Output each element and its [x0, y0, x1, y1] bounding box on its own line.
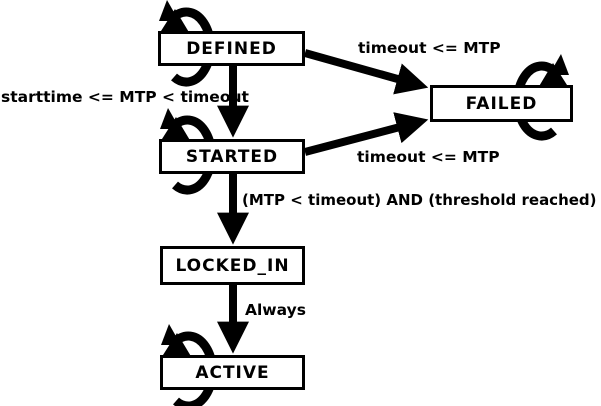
- state-node-defined: DEFINED: [158, 31, 305, 66]
- arrow-started-to-failed: [303, 112, 429, 156]
- transition-label-started-failed: timeout <= MTP: [357, 148, 500, 166]
- transition-label-defined-started: starttime <= MTP < timeout: [1, 88, 249, 106]
- transition-label-defined-failed: timeout <= MTP: [358, 39, 501, 57]
- state-node-locked-in: LOCKED_IN: [160, 246, 305, 285]
- state-node-active: ACTIVE: [160, 355, 305, 390]
- state-node-failed: FAILED: [430, 85, 573, 122]
- state-node-started: STARTED: [159, 139, 305, 174]
- transition-label-locked-in-active: Always: [245, 301, 306, 319]
- arrow-defined-to-failed: [303, 49, 429, 95]
- transition-label-started-locked-in: (MTP < timeout) AND (threshold reached): [242, 191, 597, 209]
